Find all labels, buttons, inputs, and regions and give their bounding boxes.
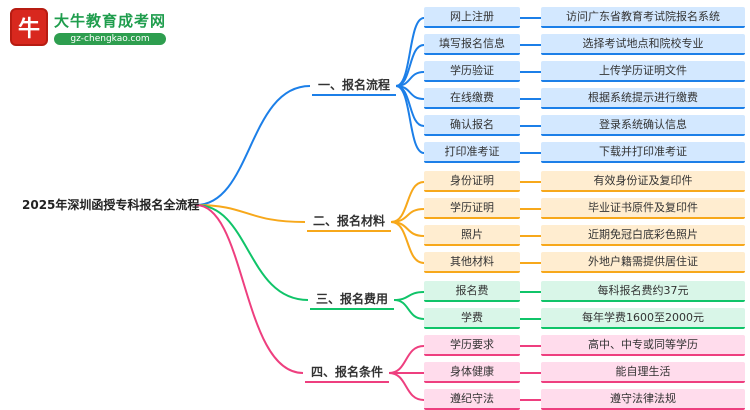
node-label: 学历证明 — [424, 198, 520, 219]
branch-label-1: 一、报名流程 — [312, 76, 396, 96]
node-label: 打印准考证 — [424, 142, 520, 163]
node-detail: 高中、中专或同等学历 — [541, 335, 745, 356]
branch1-connectors — [195, 17, 541, 206]
node-label: 遵纪守法 — [424, 389, 520, 410]
node-detail: 近期免冠白底彩色照片 — [541, 225, 745, 246]
node-label: 其他材料 — [424, 252, 520, 273]
node-label: 填写报名信息 — [424, 34, 520, 55]
node-label: 学历要求 — [424, 335, 520, 356]
node-detail: 访问广东省教育考试院报名系统 — [541, 7, 745, 28]
branch-label-2: 二、报名材料 — [307, 212, 391, 232]
node-label: 在线缴费 — [424, 88, 520, 109]
node-detail: 遵守法律法规 — [541, 389, 745, 410]
node-label: 身体健康 — [424, 362, 520, 383]
node-detail: 登录系统确认信息 — [541, 115, 745, 136]
node-label: 确认报名 — [424, 115, 520, 136]
node-label: 报名费 — [424, 281, 520, 302]
branch2-connectors — [195, 181, 541, 264]
node-label: 网上注册 — [424, 7, 520, 28]
node-detail: 毕业证书原件及复印件 — [541, 198, 745, 219]
node-detail: 每年学费1600至2000元 — [541, 308, 745, 329]
site-name: 大牛教育成考网 — [54, 11, 167, 30]
node-detail: 能自理生活 — [541, 362, 745, 383]
branch-label-3: 三、报名费用 — [310, 290, 394, 310]
node-detail: 有效身份证及复印件 — [541, 171, 745, 192]
node-label: 学历验证 — [424, 61, 520, 82]
node-detail: 上传学历证明文件 — [541, 61, 745, 82]
site-url: gz-chengkao.com — [54, 32, 167, 45]
branch-label-4: 四、报名条件 — [305, 363, 389, 383]
branch3-connectors — [195, 204, 541, 320]
branch4-connectors — [195, 204, 541, 401]
node-detail: 每科报名费约37元 — [541, 281, 745, 302]
node-label: 身份证明 — [424, 171, 520, 192]
node-label: 照片 — [424, 225, 520, 246]
node-detail: 外地户籍需提供居住证 — [541, 252, 745, 273]
logo-text-block: 大牛教育成考网 gz-chengkao.com — [54, 10, 167, 45]
bull-logo-icon: 牛 — [10, 8, 48, 46]
site-logo: 牛 大牛教育成考网 gz-chengkao.com — [10, 8, 167, 46]
node-detail: 下载并打印准考证 — [541, 142, 745, 163]
mindmap-root-title: 2025年深圳函授专科报名全流程 — [22, 198, 200, 212]
node-detail: 根据系统提示进行缴费 — [541, 88, 745, 109]
node-detail: 选择考试地点和院校专业 — [541, 34, 745, 55]
node-label: 学费 — [424, 308, 520, 329]
